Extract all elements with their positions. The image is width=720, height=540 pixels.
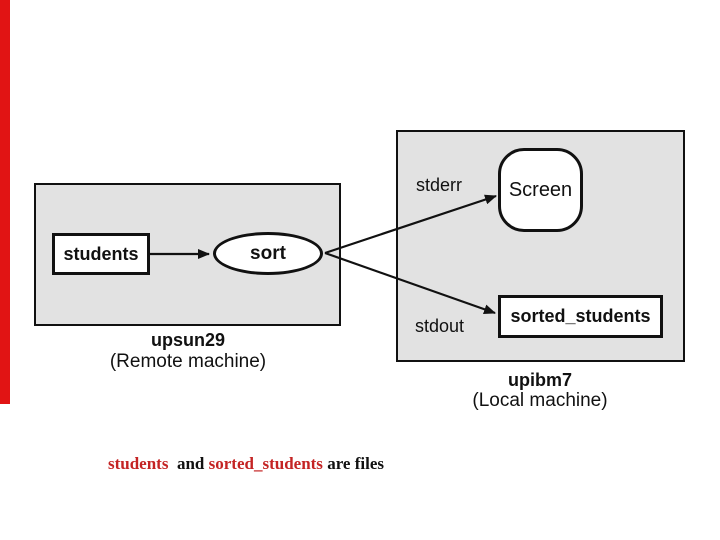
- sorted-students-file-box: sorted_students: [498, 295, 663, 338]
- caption-sorted-students: sorted_students: [208, 454, 323, 473]
- stderr-label: stderr: [416, 175, 463, 195]
- local-hostname-label: upibm7: [507, 370, 572, 390]
- left-red-border-line: [0, 0, 10, 404]
- remote-description-label: (Remote machine): [109, 351, 267, 372]
- screen-shape: Screen: [498, 148, 583, 232]
- students-file-label: students: [63, 243, 139, 264]
- screen-label: Screen: [508, 178, 573, 201]
- caption-and: and: [168, 454, 209, 473]
- caption-are-files: are files: [322, 454, 384, 473]
- figure-caption: students and sorted_students are files: [108, 453, 384, 475]
- sort-process-ellipse: sort: [213, 232, 323, 275]
- local-description-label: (Local machine): [472, 390, 608, 411]
- stdout-label: stdout: [415, 316, 465, 336]
- caption-students: students: [108, 454, 169, 473]
- remote-hostname-label: upsun29: [150, 330, 225, 350]
- sort-process-label: sort: [250, 242, 286, 264]
- students-file-box: students: [52, 233, 150, 275]
- sorted-students-file-label: sorted_students: [510, 306, 651, 326]
